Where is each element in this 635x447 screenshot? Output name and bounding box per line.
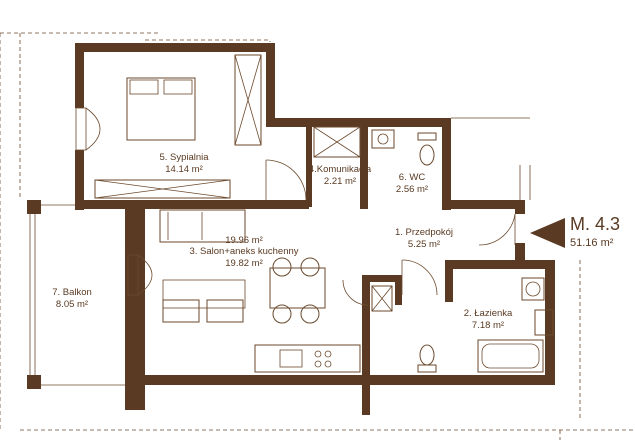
kitchen-counter (254, 344, 361, 373)
room-area-wc: 2.56 m² (396, 184, 428, 195)
room-area-living-overlap: 19.96 m² (225, 235, 263, 246)
living-window (127, 254, 153, 296)
room-label-bathroom: 2. Łazienka (464, 308, 513, 319)
sofa (159, 209, 246, 243)
corridor-lines (451, 117, 531, 200)
bathtub (477, 339, 544, 373)
shaft (371, 285, 393, 312)
bedroom-door (265, 159, 307, 201)
armchairs (162, 279, 246, 323)
room-label-balcony: 7. Balkon (52, 287, 92, 298)
room-label-wc: 6. WC (399, 172, 426, 183)
room-area-balcony: 8.05 m² (56, 299, 88, 310)
washing-machine (521, 277, 545, 301)
plot-boundary (0, 32, 635, 440)
living-door (342, 279, 369, 306)
bedroom-window (75, 107, 101, 151)
bathroom-sink (534, 309, 554, 336)
hall-door (401, 259, 438, 296)
room-label-bedroom: 5. Sypialnia (159, 152, 209, 163)
bedroom-cabinet (94, 179, 231, 199)
unit-code: M. 4.3 (570, 214, 620, 234)
closet (313, 126, 361, 158)
room-label-communication: 4.Komunikacja (309, 164, 372, 175)
entrance-door (478, 213, 516, 246)
room-area-bedroom: 14.14 m² (165, 164, 203, 175)
wardrobe (234, 54, 262, 146)
wc-fixtures (371, 129, 437, 166)
room-label-living: 3. Salon+aneks kuchenny (189, 246, 298, 257)
bathroom-toilet (417, 344, 437, 373)
room-area-hall: 5.25 m² (408, 239, 440, 250)
room-label-hall: 1. Przedpokój (395, 227, 453, 238)
room-area-living: 19.82 m² (225, 258, 263, 269)
room-area-communication: 2.21 m² (324, 176, 356, 187)
bed (126, 77, 196, 141)
room-area-bathroom: 7.18 m² (472, 320, 504, 331)
dining-table (269, 257, 326, 324)
triangle-marker-icon (530, 218, 565, 248)
walls (75, 43, 555, 415)
unit-area: 51.16 m² (570, 237, 614, 249)
